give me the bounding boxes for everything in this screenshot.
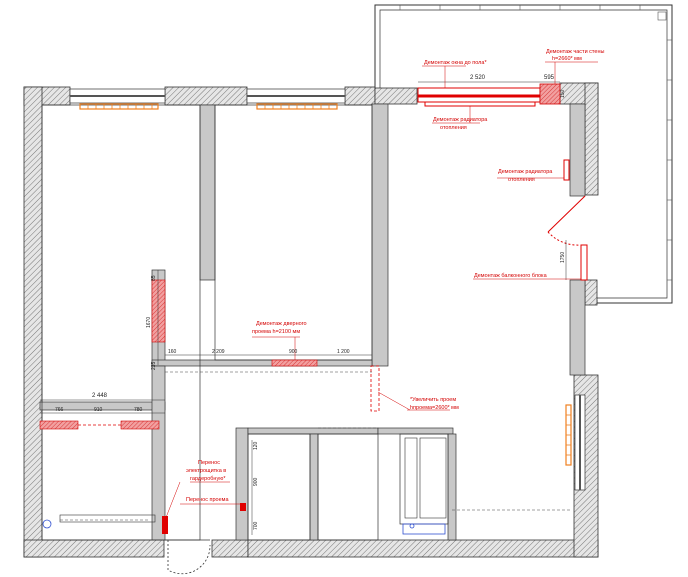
note-radiator-right-line2: отопления (508, 177, 535, 183)
dim-vert-7: 120 (253, 441, 259, 450)
demolish-door-mid (271, 359, 318, 367)
bath-fixtures (59, 437, 447, 523)
dim-vert-6: 700 (253, 521, 259, 530)
note-demolish-wall-line2: h=2660* мм (552, 56, 582, 62)
dashed-lines (60, 371, 570, 521)
note-move-opening: Перенос проема (186, 497, 229, 503)
note-door-opening-line2: проема h=2100 мм (252, 329, 300, 335)
dim-left-seg3: 780 (134, 407, 143, 413)
leader-lines (164, 61, 598, 521)
dim-top-wall: 595 (544, 75, 555, 81)
entry-door (165, 539, 211, 575)
note-enlarge-line2: hпроема=2600* мм (410, 405, 459, 411)
dimension-labels: 2 520 595 2 448 766 910 780 160 2 209 90… (55, 75, 566, 530)
demolish-balcony-door (547, 195, 588, 281)
demolish-wall-part (539, 83, 561, 105)
note-balcony-block: Демонтаж балконного блока (474, 273, 548, 279)
note-demolish-wall-line1: Демонтаж части стены (546, 49, 604, 55)
dim-vert-1: 1670 (146, 317, 152, 328)
fixtures (42, 519, 446, 535)
note-demolish-window: Демонтаж окна до пола* (424, 60, 487, 66)
note-door-opening-line1: Демонтаж дверного (256, 321, 307, 327)
balcony (374, 4, 673, 304)
dimension-lines (40, 81, 567, 535)
enlarge-opening (370, 365, 380, 412)
dim-top-window: 2 520 (470, 75, 486, 81)
dim-vert-3: 235 (151, 361, 157, 370)
interior-walls (39, 103, 586, 541)
note-panel-line3: гардеробную* (190, 476, 226, 482)
note-radiator-top-line1: Демонтаж радиатора (433, 117, 488, 123)
dim-left-room: 2 448 (92, 393, 108, 399)
dim-vert-8: 150 (560, 89, 566, 98)
windows (69, 88, 586, 491)
notes: Демонтаж окна до пола* Демонтаж части ст… (186, 49, 604, 503)
radiators (79, 103, 572, 466)
note-radiator-top-line2: отопления (440, 125, 467, 131)
demolish-radiator-top (424, 101, 536, 107)
dim-vert-2: 85 (151, 275, 157, 281)
dim-mid-seg3: 900 (289, 349, 298, 355)
dim-mid-seg2: 2 209 (212, 349, 225, 355)
note-radiator-right-line1: Демонтаж радиатора (498, 169, 553, 175)
dim-vert-4: 1750 (560, 252, 566, 263)
dim-mid-seg4: 1 200 (337, 349, 350, 355)
dim-left-seg2: 910 (94, 407, 103, 413)
demolition-elements (39, 83, 588, 534)
note-enlarge-line1: *Увеличить проем (410, 397, 456, 403)
note-panel-line1: Перенос (198, 460, 220, 466)
dim-mid-seg1: 160 (168, 349, 177, 355)
note-panel-line2: электрощитка в (186, 468, 226, 474)
demolish-radiator-right (563, 159, 570, 181)
dim-vert-5: 900 (253, 477, 259, 486)
dim-left-seg1: 766 (55, 407, 64, 413)
